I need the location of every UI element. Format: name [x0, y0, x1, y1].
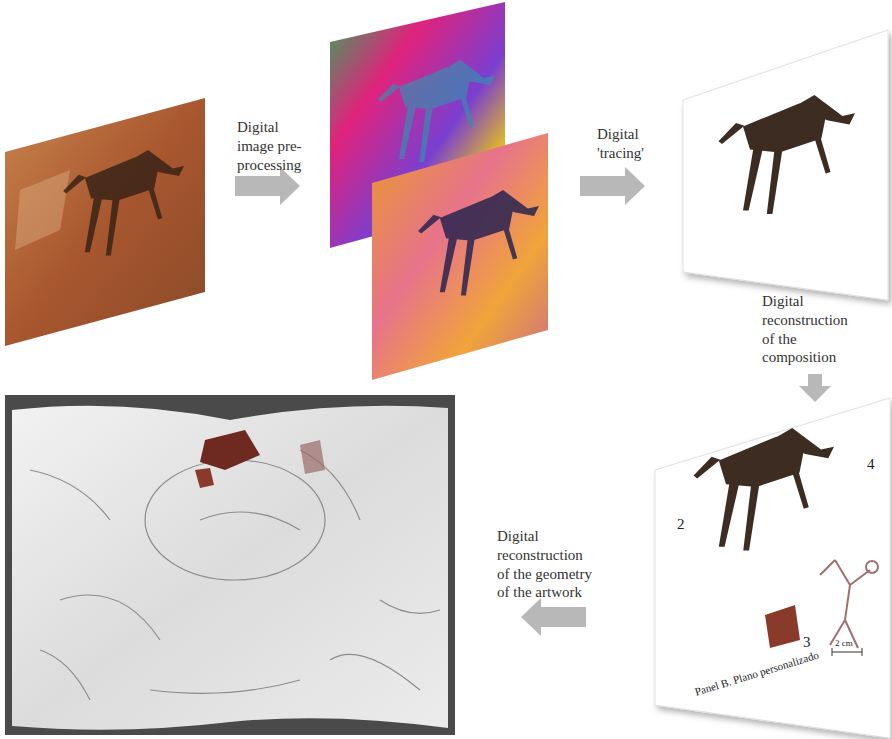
render-frame	[5, 395, 455, 735]
surface-cracks	[30, 450, 440, 700]
traced-animal	[719, 95, 856, 214]
painted-animal	[418, 190, 539, 295]
rock-patch	[15, 170, 70, 250]
scale-bar	[832, 648, 862, 656]
surface-model	[12, 406, 448, 730]
composition-sheet	[655, 398, 890, 738]
callout-number: 3	[803, 634, 811, 651]
painted-patch	[300, 440, 325, 474]
step-label: Digital 'tracing'	[597, 125, 669, 163]
tracing-sheet	[683, 30, 888, 300]
rock-photo	[5, 98, 205, 346]
enhanced-image	[372, 133, 548, 380]
painted-patch	[200, 430, 260, 470]
red-figure	[765, 605, 800, 648]
traced-animal	[694, 428, 834, 550]
flow-arrows	[235, 167, 831, 636]
painted-animal	[378, 60, 495, 162]
painted-animal	[63, 150, 184, 255]
human-figure	[820, 560, 878, 648]
step-label: Digital reconstruction of the geometry o…	[497, 527, 597, 602]
callout-number: 4	[867, 456, 875, 473]
step-label: Digital reconstruction of the compositio…	[762, 292, 862, 367]
step-label: Digital image pre-processing	[237, 118, 317, 174]
scale-label: 2 cm	[835, 638, 853, 648]
callout-number: 2	[677, 516, 685, 533]
panel-caption: Panel B. Plano personalizado	[693, 649, 820, 698]
composition-panel: 2 4 3 2 cm Panel B. Plano personalizado	[655, 398, 890, 736]
painted-patch	[195, 468, 214, 488]
